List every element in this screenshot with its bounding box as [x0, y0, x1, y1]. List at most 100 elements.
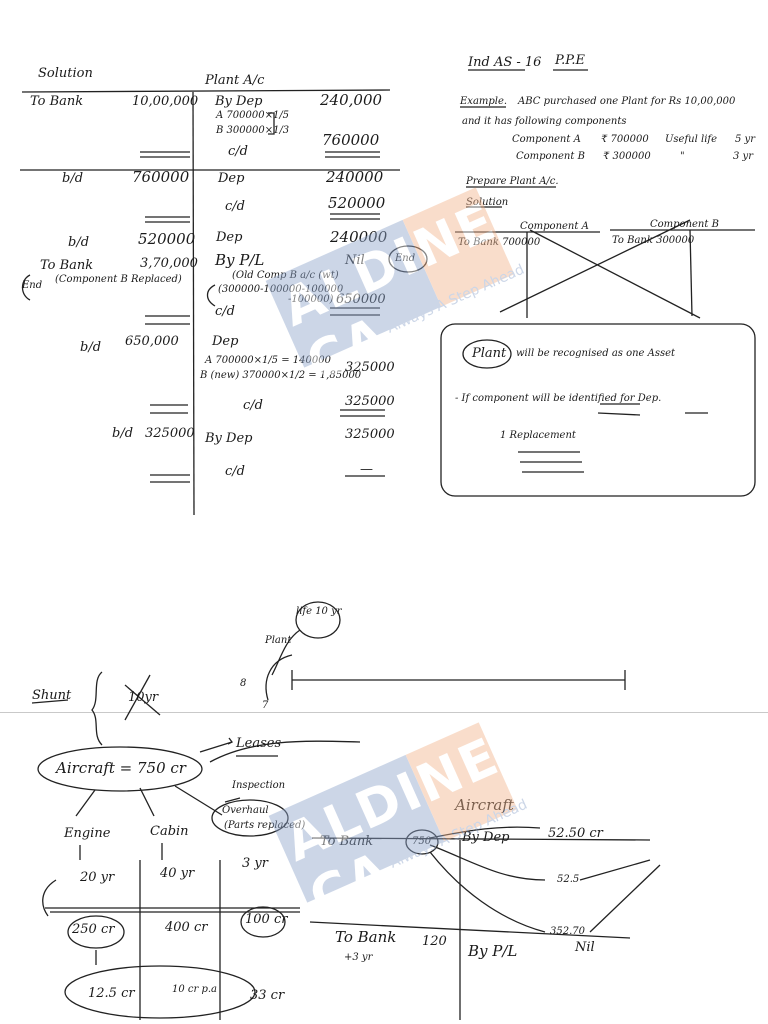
ledger-right-particular: By Dep [205, 431, 253, 446]
ledger-right-particular: (Old Comp B a/c (wt) [232, 270, 339, 281]
leases-note: Leases [236, 736, 282, 751]
aircraft-right-amount: Nil [575, 940, 595, 955]
aircraft-left-amount: 750 [412, 836, 432, 847]
part-dep: 10 cr p.a [172, 984, 218, 995]
ledger-right-amount: 240000 [330, 228, 388, 246]
standard-title: Ind AS - 16 [468, 55, 542, 70]
part-cost: 400 cr [165, 920, 208, 935]
ledger-left-amount: 325000 [145, 426, 195, 441]
aircraft-right-particular: By P/L [468, 942, 518, 960]
plant-ac-ledger-lines [20, 69, 756, 516]
example-label: Example. [460, 96, 508, 107]
ledger-left-particular: To Bank [30, 94, 84, 109]
ledger-right-amount: 325000 [345, 427, 395, 442]
solution-label: Solution [38, 66, 93, 81]
ledger-right-amount: 650000 [336, 292, 386, 307]
component-a-entry: To Bank 700000 [458, 237, 541, 248]
ledger-right-particular: (300000-100000-100000 [218, 284, 344, 295]
ledger-right-particular: B (new) 370000×1/2 = 1,85000 [200, 370, 362, 381]
ledger-left-particular: To Bank [40, 258, 94, 273]
ledger-right-particular: A 700000×1/5 [216, 110, 290, 121]
ledger-right-particular: c/d [225, 464, 245, 479]
part-life: 3 yr [242, 856, 268, 871]
ledger-right-particular: c/d [228, 144, 248, 159]
component-life-label: Useful life [665, 134, 718, 145]
ledger-right-amount: 325000 [345, 394, 395, 409]
end-note: End [395, 253, 416, 264]
component-b-entry: To Bank 300000 [612, 235, 695, 246]
component-life: 3 yr [733, 151, 753, 162]
part-dep: 12.5 cr [88, 986, 135, 1001]
component-amount: ₹ 700000 [601, 134, 649, 145]
component-a-header: Component A [520, 221, 589, 232]
shunt-crossed: 10yr [128, 690, 159, 705]
component-name: Component A [512, 134, 581, 145]
ledger-right-amount: 760000 [322, 131, 380, 149]
component-b-header: Component B [650, 219, 719, 230]
aircraft-left-particular: To Bank [320, 834, 374, 849]
end-note: End [22, 280, 43, 291]
part-cost: 250 cr [72, 922, 115, 937]
plant-life: life 10 yr [296, 606, 342, 617]
bottom-page: Plant life 10 yr 8 7 Shunt 10yr Aircraft… [0, 560, 768, 1024]
part-name: Engine [64, 826, 111, 841]
aircraft-left-note: +3 yr [344, 952, 373, 963]
ledger-right-particular: B 300000×1/3 [216, 125, 290, 136]
aircraft-cost: Aircraft = 750 cr [56, 759, 186, 777]
ledger-right-particular: Dep [218, 171, 245, 186]
box-line: - If component will be identified for De… [455, 393, 662, 404]
ledger-left-amount: 10,00,000 [132, 94, 199, 109]
aircraft-diagram-lines [31, 601, 661, 1020]
component-life: 5 yr [735, 134, 755, 145]
ledger-right-particular: Dep [212, 334, 239, 349]
topic-title: P.P.E [555, 53, 585, 68]
part-cost: 100 cr [245, 912, 288, 927]
aircraft-right-particular: By Dep [462, 830, 510, 845]
ledger-left-particular: b/d [112, 426, 134, 441]
part-dep: 33 cr [250, 988, 285, 1003]
component-name: Component B [516, 151, 585, 162]
box-plant-word: Plant [472, 346, 507, 361]
parts-replaced-label: (Parts replaced) [224, 820, 306, 831]
solution-label-right: Solution [466, 197, 509, 208]
ledger-right-amount: 520000 [328, 194, 386, 212]
ledger-right-amount: Nil [345, 253, 365, 268]
plant-ac-header: Plant A/c [205, 73, 265, 88]
ledger-right-particular: Dep [216, 230, 243, 245]
plant-word: Plant [265, 635, 292, 646]
ledger-left-amount: 650,000 [125, 334, 179, 349]
aircraft-mid-amount: 52.5 [557, 874, 580, 885]
ledger-right-amount: 325000 [345, 360, 395, 375]
aircraft-mid-amount: 352.70 [550, 926, 585, 937]
overhaul-label: Overhaul [222, 805, 269, 816]
box-line: will be recognised as one Asset [516, 348, 676, 359]
ledger-left-particular: b/d [80, 340, 102, 355]
ledger-left-amount: 760000 [132, 168, 190, 186]
aircraft-right-amount: 52.50 cr [548, 826, 603, 841]
ledger-right-amount: 240,000 [320, 91, 383, 109]
part-life: 20 yr [80, 870, 115, 885]
ledger-right-particular: -100000) [288, 294, 334, 305]
component-b-note: (Component B Replaced) [55, 274, 182, 285]
scan-divider [0, 712, 768, 713]
ledger-right-particular: c/d [225, 199, 245, 214]
plant-seven: 7 [262, 700, 269, 711]
ledger-right-particular: A 700000×1/5 = 140000 [205, 355, 331, 366]
ledger-right-particular: By Dep [215, 94, 263, 109]
prepare-instruction: Prepare Plant A/c. [466, 176, 559, 187]
inspection-label: Inspection [232, 780, 286, 791]
aircraft-ac-header: Aircraft [455, 796, 514, 814]
ledger-left-particular: b/d [68, 235, 90, 250]
shunt-label: Shunt [32, 688, 72, 703]
ledger-right-particular: c/d [243, 398, 263, 413]
plant-eight: 8 [240, 678, 247, 689]
ledger-right-amount: — [360, 462, 373, 477]
part-name: Cabin [150, 824, 189, 839]
ledger-left-particular: b/d [62, 171, 84, 186]
aircraft-left-amount: 120 [422, 934, 447, 949]
top-page: Solution Plant A/c To Bank 10,00,000 By … [20, 53, 756, 516]
box-line: 1 Replacement [500, 430, 576, 441]
ledger-left-amount: 520000 [138, 230, 196, 248]
ledger-left-amount: 3,70,000 [140, 256, 198, 271]
aircraft-left-particular: To Bank [335, 928, 397, 946]
